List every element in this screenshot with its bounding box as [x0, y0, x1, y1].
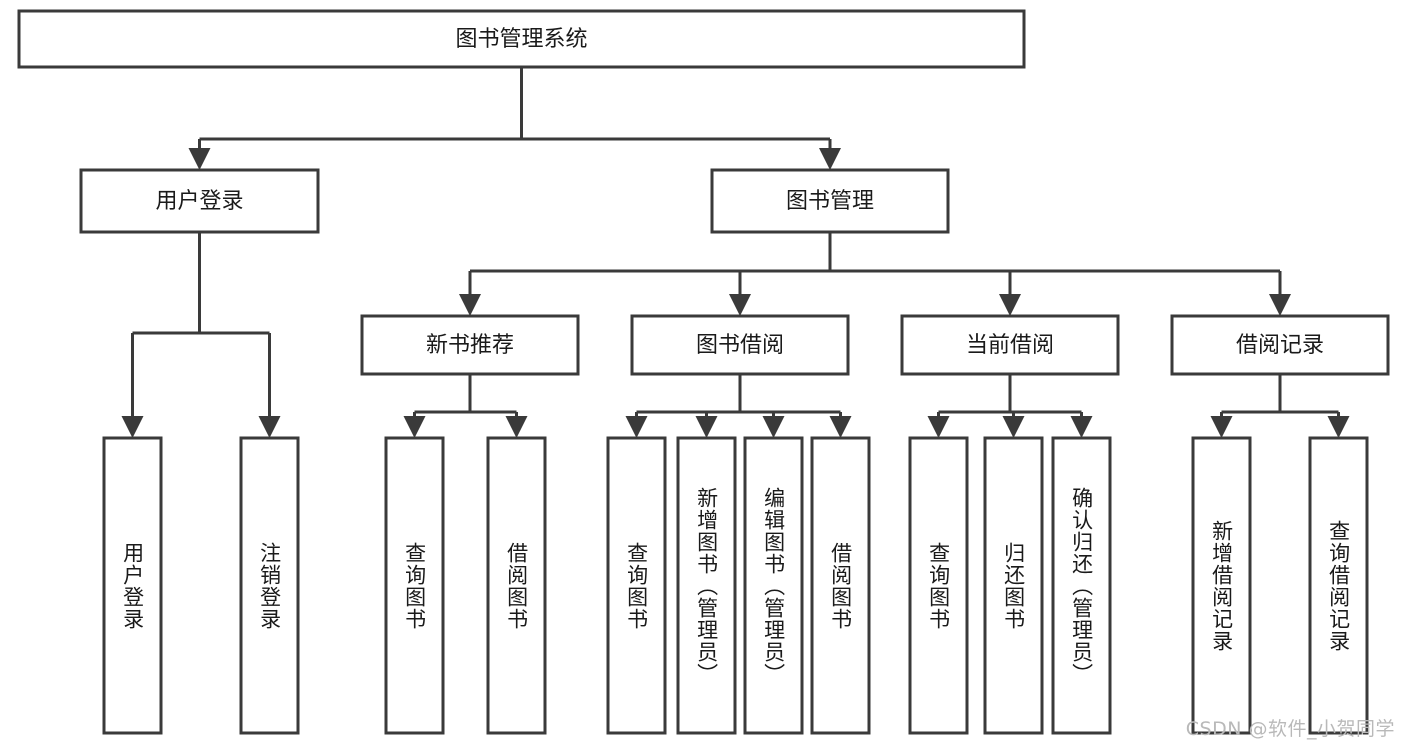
- node-rect: [239, 436, 300, 735]
- book-manage-to-current-borrow-arrowhead: [999, 294, 1021, 316]
- node-rect: [17, 9, 1026, 69]
- node-rect: [360, 314, 580, 376]
- node-leaf-query-record[interactable]: [1308, 436, 1369, 735]
- node-label: 用户登录: [155, 189, 243, 214]
- node-rect: [908, 436, 969, 735]
- node-user-login[interactable]: 用户登录: [79, 168, 320, 234]
- book-manage-to-borrow-record-arrowhead: [1269, 294, 1291, 316]
- node-book-manage[interactable]: 图书管理: [710, 168, 950, 234]
- node-rect: [102, 436, 163, 735]
- node-rect: [743, 436, 804, 735]
- current-borrow-to-leaf-confirm-return-arrowhead: [1070, 416, 1093, 438]
- node-label: 图书管理: [786, 189, 874, 214]
- node-leaf-add-book[interactable]: [676, 436, 737, 735]
- node-new-book-recommend[interactable]: 新书推荐: [360, 314, 580, 376]
- new-book-recommend-to-leaf-borrow-book-new-arrowhead: [505, 416, 528, 438]
- node-rect: [606, 436, 667, 735]
- node-borrow-record[interactable]: 借阅记录: [1170, 314, 1390, 376]
- node-leaf-query-book-current[interactable]: [908, 436, 969, 735]
- node-rect: [1191, 436, 1252, 735]
- node-current-borrow[interactable]: 当前借阅: [900, 314, 1120, 376]
- connectors-layer: [121, 67, 1350, 438]
- book-borrow-to-leaf-borrow-book-arrowhead: [829, 416, 852, 438]
- node-rect: [810, 436, 871, 735]
- node-rect: [1051, 436, 1112, 735]
- node-leaf-borrow-book[interactable]: [810, 436, 871, 735]
- user-login-to-leaf-logout-arrowhead: [258, 416, 281, 438]
- node-label: 借阅记录: [1236, 333, 1324, 358]
- node-leaf-logout[interactable]: [239, 436, 300, 735]
- node-leaf-confirm-return[interactable]: [1051, 436, 1112, 735]
- borrow-record-to-leaf-add-record-arrowhead: [1210, 416, 1233, 438]
- node-leaf-add-record[interactable]: [1191, 436, 1252, 735]
- current-borrow-to-leaf-query-book-current-arrowhead: [927, 416, 950, 438]
- node-rect: [1170, 314, 1390, 376]
- node-label: 新书推荐: [426, 333, 514, 358]
- node-rect: [900, 314, 1120, 376]
- node-rect: [79, 168, 320, 234]
- node-leaf-user-login[interactable]: [102, 436, 163, 735]
- book-manage-to-new-book-recommend-arrowhead: [459, 294, 481, 316]
- node-root[interactable]: 图书管理系统: [17, 9, 1026, 69]
- node-leaf-edit-book[interactable]: [743, 436, 804, 735]
- node-rect: [384, 436, 445, 735]
- book-borrow-to-leaf-query-book-borrow-arrowhead: [625, 416, 648, 438]
- root-to-book-manage-arrowhead: [819, 148, 841, 170]
- node-leaf-borrow-book-new[interactable]: [486, 436, 547, 735]
- new-book-recommend-to-leaf-query-book-new-arrowhead: [403, 416, 426, 438]
- user-login-to-leaf-user-login-arrowhead: [121, 416, 144, 438]
- book-borrow-to-leaf-edit-book-arrowhead: [762, 416, 785, 438]
- node-rect: [710, 168, 950, 234]
- node-label: 当前借阅: [966, 333, 1054, 358]
- node-rect: [630, 314, 850, 376]
- node-label: 图书借阅: [696, 333, 784, 358]
- node-rect: [983, 436, 1044, 735]
- root-to-user-login-arrowhead: [188, 148, 211, 170]
- node-rect: [676, 436, 737, 735]
- book-manage-to-book-borrow-arrowhead: [729, 294, 751, 316]
- current-borrow-to-leaf-return-book-arrowhead: [1002, 416, 1025, 438]
- node-label: 图书管理系统: [455, 27, 587, 52]
- node-rect: [486, 436, 547, 735]
- node-leaf-query-book-new[interactable]: [384, 436, 445, 735]
- book-borrow-to-leaf-add-book-arrowhead: [695, 416, 718, 438]
- borrow-record-to-leaf-query-record-arrowhead: [1327, 416, 1350, 438]
- node-book-borrow[interactable]: 图书借阅: [630, 314, 850, 376]
- watermark-text: CSDN @软件_小贺同学: [1185, 718, 1395, 740]
- node-leaf-return-book[interactable]: [983, 436, 1044, 735]
- node-leaf-query-book-borrow[interactable]: [606, 436, 667, 735]
- node-rect: [1308, 436, 1369, 735]
